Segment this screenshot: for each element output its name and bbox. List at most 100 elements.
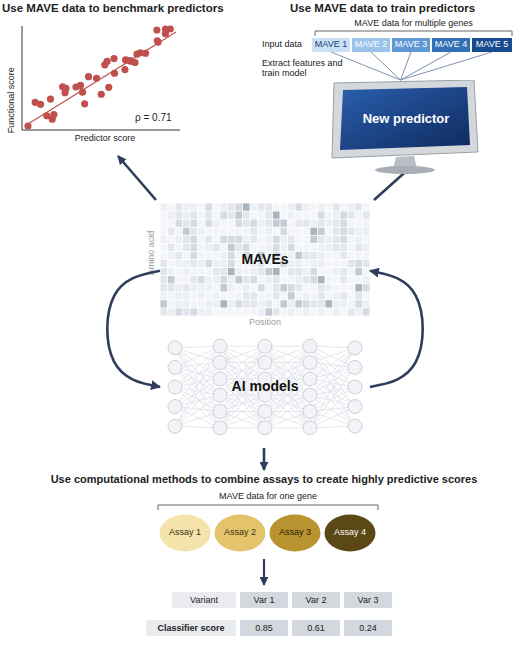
heatmap-cell [303,284,310,291]
heatmap-cell [273,228,280,235]
heatmap-cell [340,211,347,218]
heatmap-cell [280,203,287,210]
heatmap-cell [310,276,317,283]
node-text-wrap: MAVE 1 [312,38,350,52]
network-neuron [213,388,227,402]
heatmap-cell [258,203,265,210]
heatmap-cell [190,211,197,218]
heatmap-cell [213,300,220,307]
heatmap-cell [355,252,362,259]
data-point [111,70,118,77]
heatmap-cell [243,268,250,275]
heatmap-cell [175,276,182,283]
heatmap-cell [213,203,220,210]
heatmap-cell [310,252,317,259]
node-label: Assay 4 [334,528,366,538]
heatmap-cell [325,244,332,251]
heatmap-cell [243,284,250,291]
heatmap-cell [265,292,272,299]
data-point [47,96,54,103]
heatmap-cell [190,276,197,283]
network-neuron [348,400,362,414]
heatmap-cell [288,244,295,251]
heatmap [160,203,369,315]
heatmap-cell [288,220,295,227]
heatmap-cell [160,268,167,275]
heatmap-cell [220,268,227,275]
heatmap-cell [175,260,182,267]
heatmap-cell [325,252,332,259]
heatmap-cell [160,203,167,210]
heatmap-cell [318,308,325,315]
heatmap-cell [250,236,257,243]
network-neuron [213,372,227,386]
text-label: Var 2 [292,592,340,608]
heatmap-cell [235,244,242,251]
heatmap-cell [220,300,227,307]
heatmap-cell [273,244,280,251]
heatmap-cell [288,252,295,259]
heatmap-cell [213,220,220,227]
heatmap-cell [258,276,265,283]
heatmap-cell [265,236,272,243]
heatmap-cell [310,203,317,210]
heatmap-cell [325,268,332,275]
heatmap-cell [235,220,242,227]
network-neuron [213,405,227,419]
heatmap-cell [310,292,317,299]
network-neuron [303,388,317,402]
heatmap-cell [250,220,257,227]
assay-ellipse [325,515,376,552]
heatmap-cell [310,268,317,275]
data-point [104,58,111,65]
heatmap-cell [280,268,287,275]
heatmap-cell [363,252,370,259]
heatmap-cell [340,236,347,243]
heatmap-cell [168,220,175,227]
heatmap-cell [168,228,175,235]
heatmap-cell [183,220,190,227]
heatmap-cell [168,276,175,283]
heatmap-cell [340,300,347,307]
heatmap-cell [340,203,347,210]
heatmap-cell [228,228,235,235]
heatmap-cell [160,252,167,259]
heatmap-cell [333,300,340,307]
heatmap-cell [348,220,355,227]
heatmap-cell [220,276,227,283]
heatmap-cell [288,260,295,267]
heatmap-cell [175,220,182,227]
heatmap-cell [265,220,272,227]
data-point [121,66,128,73]
network-neuron [303,372,317,386]
data-point [81,100,88,107]
heatmap-cell [258,300,265,307]
heatmap-cell [205,252,212,259]
heatmap-cell [243,236,250,243]
text-label: Extract features and train model [262,58,362,79]
monitor-screen [340,87,470,150]
heatmap-cell [288,211,295,218]
heatmap-cell [160,228,167,235]
heatmap-cell [220,292,227,299]
heatmap-cell [243,244,250,251]
text-label: Classifier score [146,620,236,636]
heatmap-cell [333,292,340,299]
heatmap-cell [348,260,355,267]
heatmap-cell [303,292,310,299]
heatmap-cell [303,236,310,243]
heatmap-cell [205,244,212,251]
data-point [32,99,39,106]
heatmap-cell [303,268,310,275]
heatmap-cell [295,220,302,227]
heatmap-cell [183,228,190,235]
heatmap-cell [340,284,347,291]
flow-arrow [263,448,266,470]
heatmap-cell [198,276,205,283]
heatmap-cell [228,220,235,227]
heatmap-cell [295,211,302,218]
network-neuron [303,356,317,370]
data-point [142,50,149,57]
heatmap-cell [325,211,332,218]
heatmap-cell [340,292,347,299]
